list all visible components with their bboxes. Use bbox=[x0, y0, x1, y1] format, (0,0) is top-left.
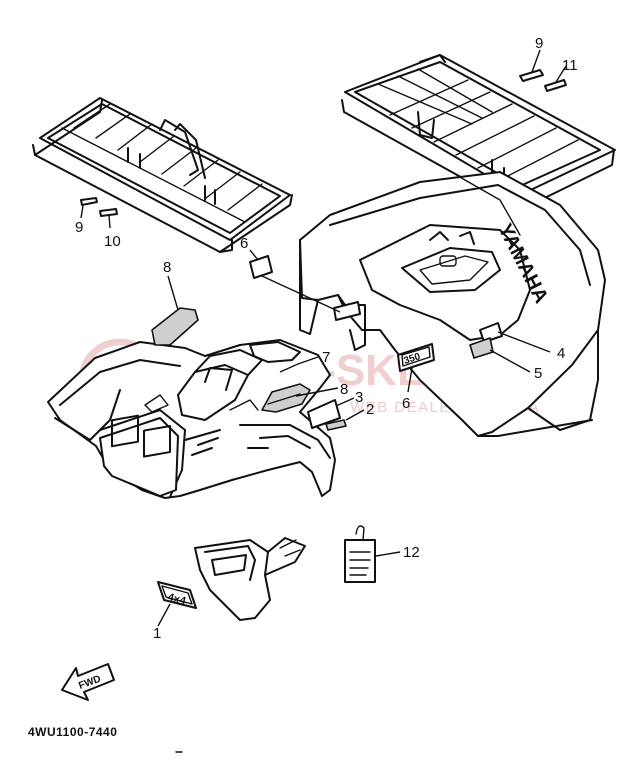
callout-6-upper: 6 bbox=[240, 235, 248, 252]
fwd-arrow: FWD bbox=[61, 663, 115, 701]
callout-4: 4 bbox=[557, 345, 565, 362]
label-9-front-icon bbox=[80, 197, 98, 206]
callout-3: 3 bbox=[355, 389, 363, 406]
labels: 350 bbox=[80, 69, 567, 431]
label-9-rear-icon bbox=[519, 69, 544, 82]
label-4-icon bbox=[479, 322, 503, 343]
hang-tag bbox=[344, 525, 376, 583]
callout-8-lower: 8 bbox=[340, 381, 348, 398]
callout-6-lower: 6 bbox=[402, 395, 410, 412]
callout-10: 10 bbox=[104, 233, 121, 250]
callout-9-front: 9 bbox=[75, 219, 83, 236]
front-fender bbox=[47, 339, 336, 499]
callout-8-upper: 8 bbox=[163, 259, 171, 276]
model-350-emblem: 350 bbox=[397, 343, 435, 372]
lower-bracket bbox=[194, 537, 306, 621]
callouts: 9 11 9 10 6 8 7 8 3 2 4 5 6 12 1 bbox=[75, 35, 578, 642]
callout-11: 11 bbox=[562, 57, 578, 74]
label-3-icon bbox=[307, 399, 341, 429]
front-carrier-rack bbox=[32, 97, 293, 253]
svg-text:4x4: 4x4 bbox=[166, 591, 188, 608]
label-11-icon bbox=[544, 79, 567, 92]
label-2-icon bbox=[325, 419, 347, 431]
label-6-upper-icon bbox=[249, 255, 273, 279]
leader-lines bbox=[80, 49, 567, 627]
part-code: 4WU1100-7440 bbox=[28, 725, 117, 739]
callout-9-rear: 9 bbox=[535, 35, 543, 52]
svg-text:350: 350 bbox=[403, 351, 423, 367]
rear-fender: YAMAHA bbox=[299, 171, 606, 437]
label-10-icon bbox=[99, 208, 118, 217]
callout-1: 1 bbox=[153, 625, 161, 642]
label-8-upper-icon bbox=[151, 307, 199, 346]
callout-5: 5 bbox=[534, 365, 542, 382]
callout-12: 12 bbox=[403, 544, 420, 561]
callout-2: 2 bbox=[366, 401, 374, 418]
front-fender-emblem bbox=[261, 383, 311, 413]
callout-7: 7 bbox=[322, 349, 330, 366]
badge-4x4: 4x4 bbox=[157, 581, 197, 609]
